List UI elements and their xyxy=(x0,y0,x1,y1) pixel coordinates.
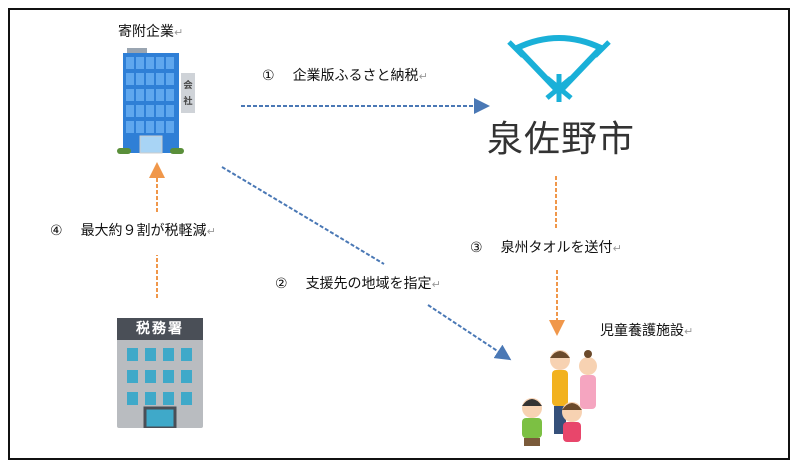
diagram-frame xyxy=(8,8,790,460)
izumisano-city-logo-icon xyxy=(507,35,611,102)
svg-text:会: 会 xyxy=(183,79,193,91)
tax-office-windows-icon xyxy=(127,348,192,430)
city-name: 泉佐野市 xyxy=(487,119,636,160)
company-building-icon: 会 社 xyxy=(117,48,195,154)
arrow-designate-part1 xyxy=(221,166,385,265)
tax-office-building-icon: 税務署 xyxy=(117,318,203,430)
donor-company-label: 寄附企業↵ xyxy=(118,24,184,40)
family-illustration-icon xyxy=(522,350,597,446)
arrow-designate-part2 xyxy=(427,304,512,361)
childrens-home-label: 児童養護施設↵ xyxy=(600,323,694,339)
svg-text:社: 社 xyxy=(182,95,192,107)
tax-office-sign: 税務署 xyxy=(117,318,203,340)
